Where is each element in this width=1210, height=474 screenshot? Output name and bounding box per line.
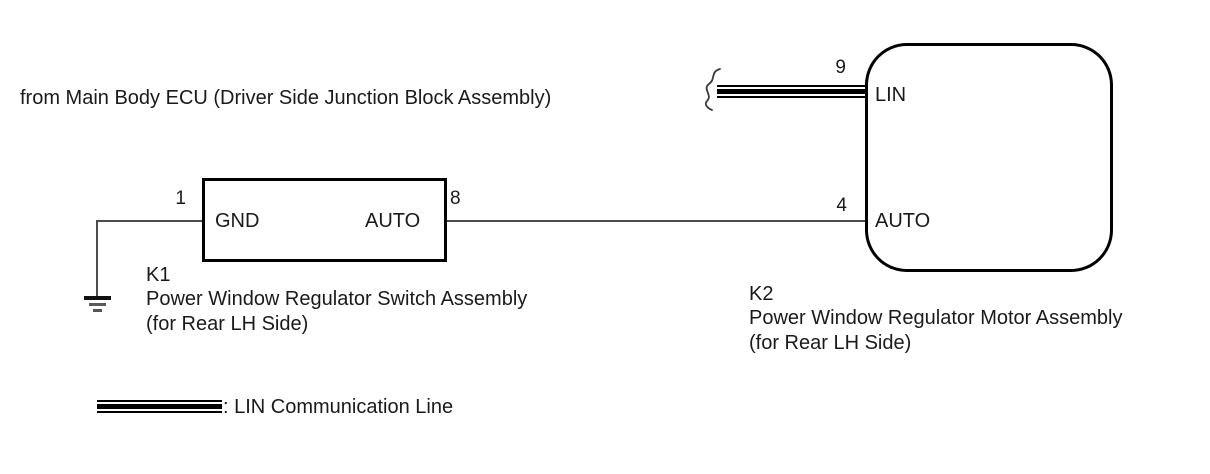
k2-pin-lin-number: 9 bbox=[835, 57, 846, 78]
k1-switch-assembly-box bbox=[202, 178, 447, 262]
ground-symbol-icon bbox=[89, 303, 106, 306]
k1-component-variant: (for Rear LH Side) bbox=[146, 313, 309, 335]
k1-component-id: K1 bbox=[146, 264, 171, 286]
ground-symbol-icon bbox=[93, 309, 102, 312]
k2-pin-auto-number: 4 bbox=[836, 195, 847, 216]
ground-symbol-icon bbox=[84, 296, 111, 300]
k2-motor-assembly-box bbox=[865, 43, 1113, 272]
source-note: from Main Body ECU (Driver Side Junction… bbox=[20, 87, 552, 109]
ground-wire-horizontal bbox=[96, 220, 202, 222]
k2-pin-auto-label: AUTO bbox=[875, 210, 931, 232]
k2-component-name: Power Window Regulator Motor Assembly bbox=[749, 307, 1123, 329]
k1-component-name: Power Window Regulator Switch Assembly bbox=[146, 288, 528, 310]
k1-pin-auto-number: 8 bbox=[450, 188, 461, 209]
k2-component-id: K2 bbox=[749, 283, 774, 305]
k1-pin-gnd-label: GND bbox=[215, 210, 260, 232]
lin-communication-wire bbox=[717, 85, 866, 98]
auto-signal-wire bbox=[447, 220, 865, 222]
legend-label: : LIN Communication Line bbox=[223, 396, 454, 418]
wire-break-squiggle-icon bbox=[704, 68, 721, 111]
k1-pin-auto-label: AUTO bbox=[365, 210, 421, 232]
k1-pin-gnd-number: 1 bbox=[175, 188, 186, 209]
lin-line-legend-swatch bbox=[97, 400, 222, 413]
ground-wire-vertical bbox=[96, 220, 98, 297]
k2-pin-lin-label: LIN bbox=[875, 84, 907, 106]
k2-component-variant: (for Rear LH Side) bbox=[749, 332, 912, 354]
